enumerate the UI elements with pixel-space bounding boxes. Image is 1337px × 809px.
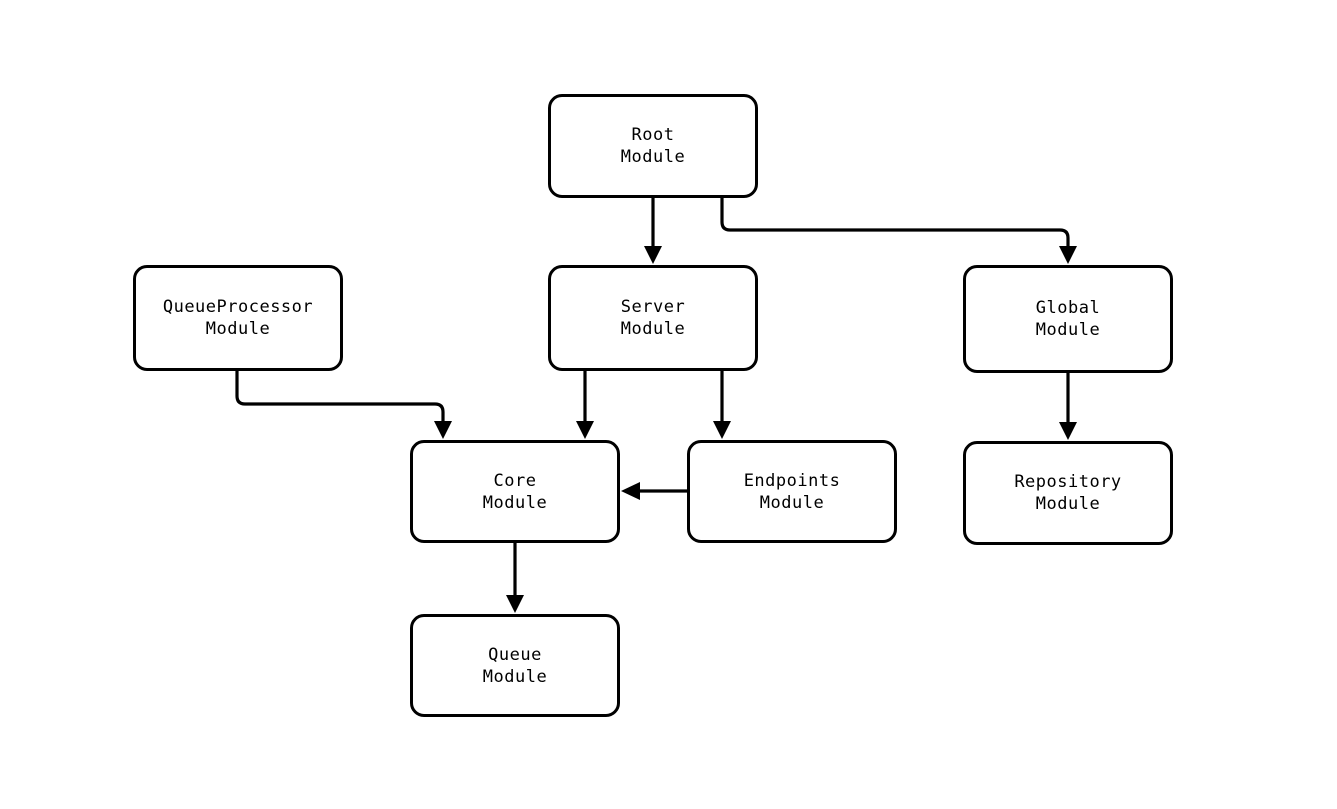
node-label-secondary: Module	[205, 319, 271, 339]
arrowhead-global-to-repository	[1059, 422, 1077, 440]
arrowhead-root-to-global	[1059, 246, 1077, 264]
arrowhead-core-to-queue	[506, 595, 524, 613]
node-label-primary: Server	[620, 297, 686, 317]
node-label-secondary: Module	[620, 147, 686, 167]
node-label-primary: Root	[631, 125, 675, 145]
arrowhead-server-to-endpoints	[713, 421, 731, 439]
edge-root-to-global	[720, 198, 1070, 252]
node-label-secondary: Module	[759, 492, 825, 513]
arrowheads-group	[434, 246, 1077, 613]
node-label-primary: QueueProcessor	[162, 297, 314, 317]
arrowhead-server-to-core	[576, 421, 594, 439]
node-label-primary: Core	[493, 470, 537, 491]
edges-group	[235, 198, 1070, 601]
node-label-primary: Repository	[1014, 472, 1122, 492]
node-label-secondary: Module	[1035, 494, 1101, 514]
arrowhead-endpoints-to-core	[621, 482, 640, 500]
arrowhead-root-to-server	[644, 246, 662, 264]
node-label-secondary: Module	[482, 666, 548, 687]
node-label-primary: Queue	[488, 644, 542, 665]
node-label-secondary: Module	[1035, 320, 1101, 340]
node-label-primary: Endpoints	[743, 470, 841, 491]
arrowhead-queueprocessor-to-core	[434, 421, 452, 439]
edge-queueprocessor-to-core	[235, 371, 445, 427]
node-label-secondary: Module	[620, 319, 686, 339]
node-label-secondary: Module	[482, 492, 548, 513]
node-label-primary: Global	[1035, 298, 1101, 318]
